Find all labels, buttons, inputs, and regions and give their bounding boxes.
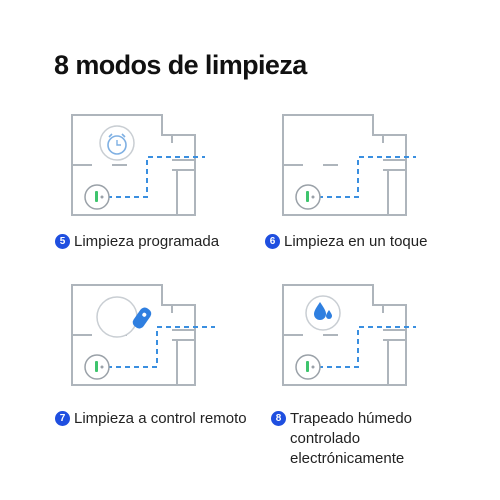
mode-caption-7: 7 Limpieza a control remoto [55,409,247,429]
floorplan-illustration [282,114,416,216]
mode-label: Trapeado húmedo controlado electrónicame… [290,410,413,467]
mode-label: Limpieza a control remoto [74,410,247,427]
mode-number-badge: 5 [55,234,70,249]
robot-vacuum-icon [84,354,110,380]
floorplan-illustration [71,114,205,216]
floorplan-panel-mopping [282,284,428,386]
alarm-clock-icon [99,125,135,161]
robot-vacuum-icon [295,354,321,380]
page-title: 8 modos de limpieza [54,50,307,80]
floorplan-illustration [282,284,416,386]
robot-vacuum-icon [84,184,110,210]
floorplan-panel-scheduled [71,114,217,216]
robot-vacuum-icon [295,184,321,210]
mode-caption-8: 8 Trapeado húmedo controlado electrónica… [271,409,412,469]
floorplan-illustration [71,284,215,386]
mode-label: Limpieza en un toque [284,233,428,250]
mode-number-badge: 6 [265,234,280,249]
remote-control-icon [132,307,152,329]
mode-caption-6: 6 Limpieza en un toque [265,232,427,252]
mode-caption-5: 5 Limpieza programada [55,232,219,252]
floorplan-panel-remote [71,284,217,386]
mode-number-badge: 8 [271,411,286,426]
floorplan-panel-one-touch [282,114,428,216]
mode-label: Limpieza programada [74,233,220,250]
water-drop-icon [305,295,341,331]
mode-number-badge: 7 [55,411,70,426]
room-marker-circle [96,296,138,338]
